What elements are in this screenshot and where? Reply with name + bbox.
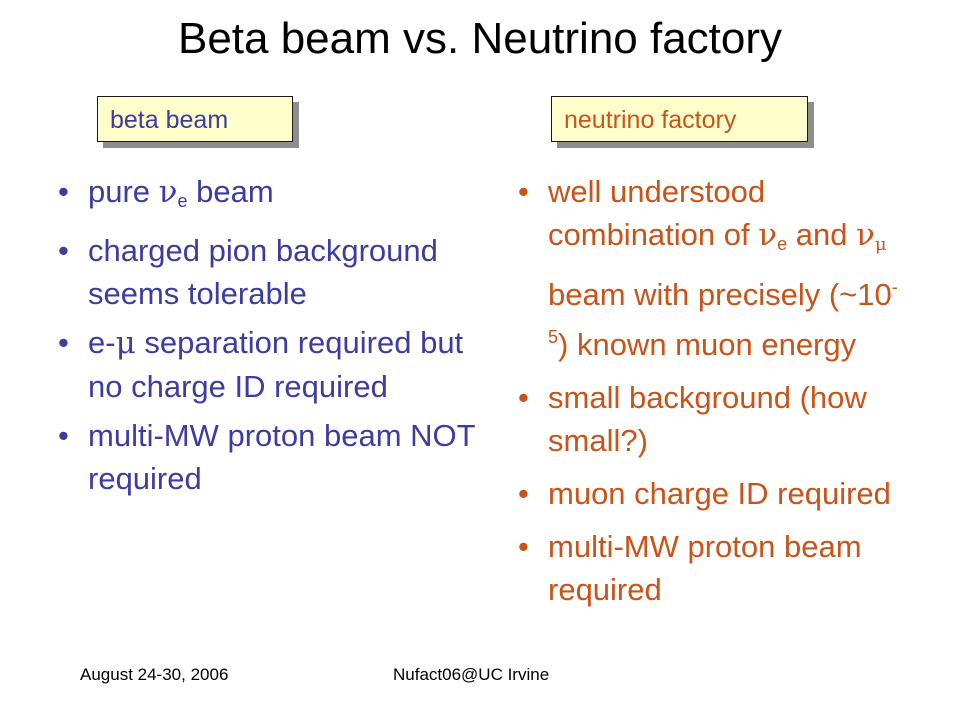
list-item: muon charge ID required — [518, 472, 918, 515]
list-item: charged pion background seems tolerable — [58, 229, 478, 315]
nu-symbol: ν — [758, 217, 778, 253]
nu-symbol: ν — [856, 217, 875, 253]
list-item: e-μ separation required but no charge ID… — [58, 321, 478, 408]
beta-beam-list: pure νe beam charged pion background see… — [58, 170, 478, 506]
list-item: pure νe beam — [58, 170, 478, 223]
mu-symbol: μ — [115, 325, 136, 361]
beta-beam-label: beta beam — [97, 96, 293, 142]
list-item: small background (how small?) — [518, 376, 918, 462]
list-item: well understood combination of νe and νμ… — [518, 170, 918, 366]
slide-title: Beta beam vs. Neutrino factory — [177, 14, 783, 63]
list-item: multi-MW proton beam required — [518, 525, 918, 611]
mu-symbol: μ — [874, 234, 887, 255]
neutrino-factory-list: well understood combination of νe and νμ… — [518, 170, 918, 621]
list-item: multi-MW proton beam NOT required — [58, 414, 478, 500]
neutrino-factory-label: neutrino factory — [551, 96, 808, 142]
nu-symbol: ν — [158, 174, 178, 210]
footer-conference: Nufact06@UC Irvine — [393, 665, 550, 684]
footer-date: August 24-30, 2006 — [80, 665, 229, 684]
